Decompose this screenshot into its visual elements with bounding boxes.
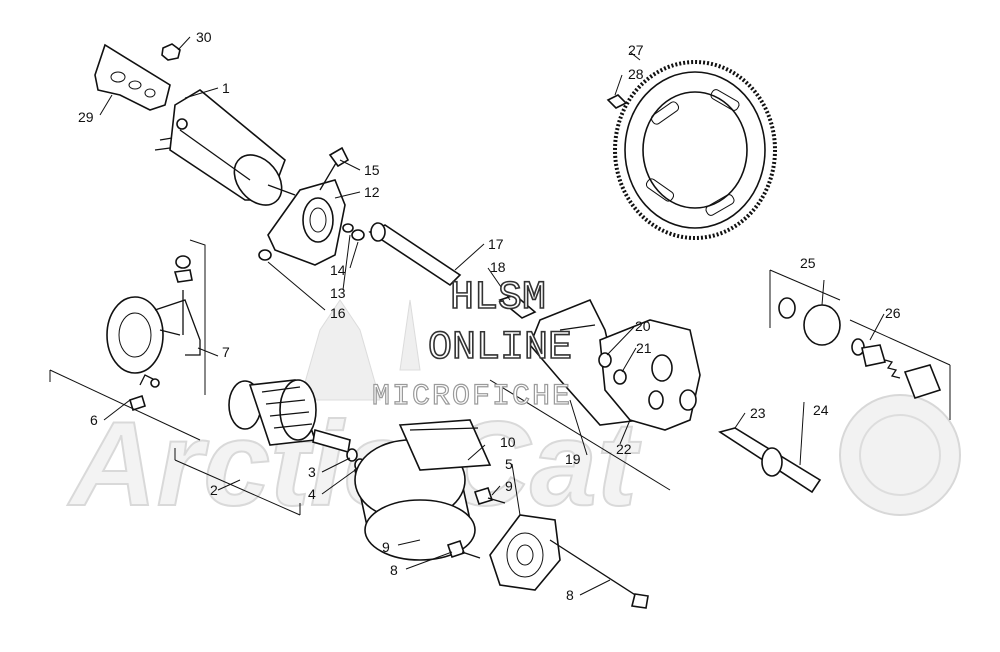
callout-17: 17 xyxy=(488,236,504,252)
callout-24: 24 xyxy=(813,402,829,418)
part-8-through-bolt xyxy=(549,539,649,609)
group-bracket-25 xyxy=(769,269,841,328)
part-23-drive-shaft xyxy=(718,427,822,494)
group-bracket-19 xyxy=(489,379,671,491)
logo-tower-icon xyxy=(299,299,381,401)
callout-9-upper: 9 xyxy=(505,478,513,494)
callout-11: 10 xyxy=(500,434,516,450)
callout-14: 14 xyxy=(330,262,346,278)
watermark-line3: MICROFICHE xyxy=(372,380,572,414)
part-27-ring-gear xyxy=(613,60,777,240)
callout-5: 5 xyxy=(505,456,513,472)
group-bracket-2 xyxy=(174,448,301,516)
logo-wheel-hub-icon xyxy=(859,414,941,496)
part-5-end-plate xyxy=(489,514,561,591)
part-18-pin xyxy=(498,294,537,319)
watermark-line2: ONLINE xyxy=(428,326,572,371)
callout-19: 19 xyxy=(565,451,581,467)
callout-16: 16 xyxy=(330,305,346,321)
group-bracket-7 xyxy=(189,239,206,395)
part-1-starter-motor xyxy=(154,89,296,206)
callout-30: 30 xyxy=(196,29,212,45)
callout-15: 15 xyxy=(364,162,380,178)
part-21-o-ring xyxy=(613,369,627,385)
callout-27: 27 xyxy=(628,42,644,58)
part-25-pinion xyxy=(778,297,841,346)
group-bracket-6 xyxy=(49,369,201,441)
part-16-bushing xyxy=(258,249,272,261)
callout-6: 6 xyxy=(90,412,98,428)
callout-10: 9 xyxy=(382,539,390,555)
part-6-brush-holder xyxy=(129,374,160,412)
callout-labels: 30 1 29 15 12 14 13 16 17 18 27 28 20 21… xyxy=(78,29,901,603)
callout-22: 22 xyxy=(616,441,632,457)
callout-4: 4 xyxy=(308,486,316,502)
leader-lines xyxy=(99,36,885,596)
callout-1: 1 xyxy=(222,80,230,96)
callout-21: 21 xyxy=(636,340,652,356)
part-7-end-cap xyxy=(106,255,201,374)
part-20-o-ring xyxy=(598,352,612,368)
group-bracket-26 xyxy=(849,319,951,420)
part-13-washer xyxy=(342,223,354,233)
part-28-screw xyxy=(606,94,628,109)
callout-20: 20 xyxy=(635,318,651,334)
part-2-armature xyxy=(228,379,351,454)
callout-25: 25 xyxy=(800,255,816,271)
part-17-shaft xyxy=(368,222,462,287)
part-12-plate xyxy=(267,179,346,266)
part-14-washer xyxy=(351,229,365,241)
callout-7: 7 xyxy=(222,344,230,360)
callout-26: 26 xyxy=(885,305,901,321)
part-9-bolt-upper xyxy=(473,487,506,505)
watermark-line1: HLSM xyxy=(450,276,546,321)
part-26-spring-cap xyxy=(851,338,942,399)
logo-wheel-icon xyxy=(839,394,961,516)
callout-8: 8 xyxy=(566,587,574,603)
part-22-drive-bracket xyxy=(599,319,701,431)
callout-29: 29 xyxy=(78,109,94,125)
callout-9-lower: 8 xyxy=(390,562,398,578)
logo-spire-icon xyxy=(399,299,421,371)
callout-3: 3 xyxy=(308,464,316,480)
part-11-magnet xyxy=(398,419,492,471)
part-29-bracket xyxy=(94,43,171,111)
callout-28: 28 xyxy=(628,66,644,82)
part-30-nut xyxy=(161,43,181,61)
callout-13: 13 xyxy=(330,285,346,301)
callout-18: 18 xyxy=(490,259,506,275)
callout-23: 23 xyxy=(750,405,766,421)
callout-2: 2 xyxy=(210,482,218,498)
callout-12: 12 xyxy=(364,184,380,200)
site-watermark: HLSM ONLINE MICROFICHE xyxy=(371,275,572,414)
